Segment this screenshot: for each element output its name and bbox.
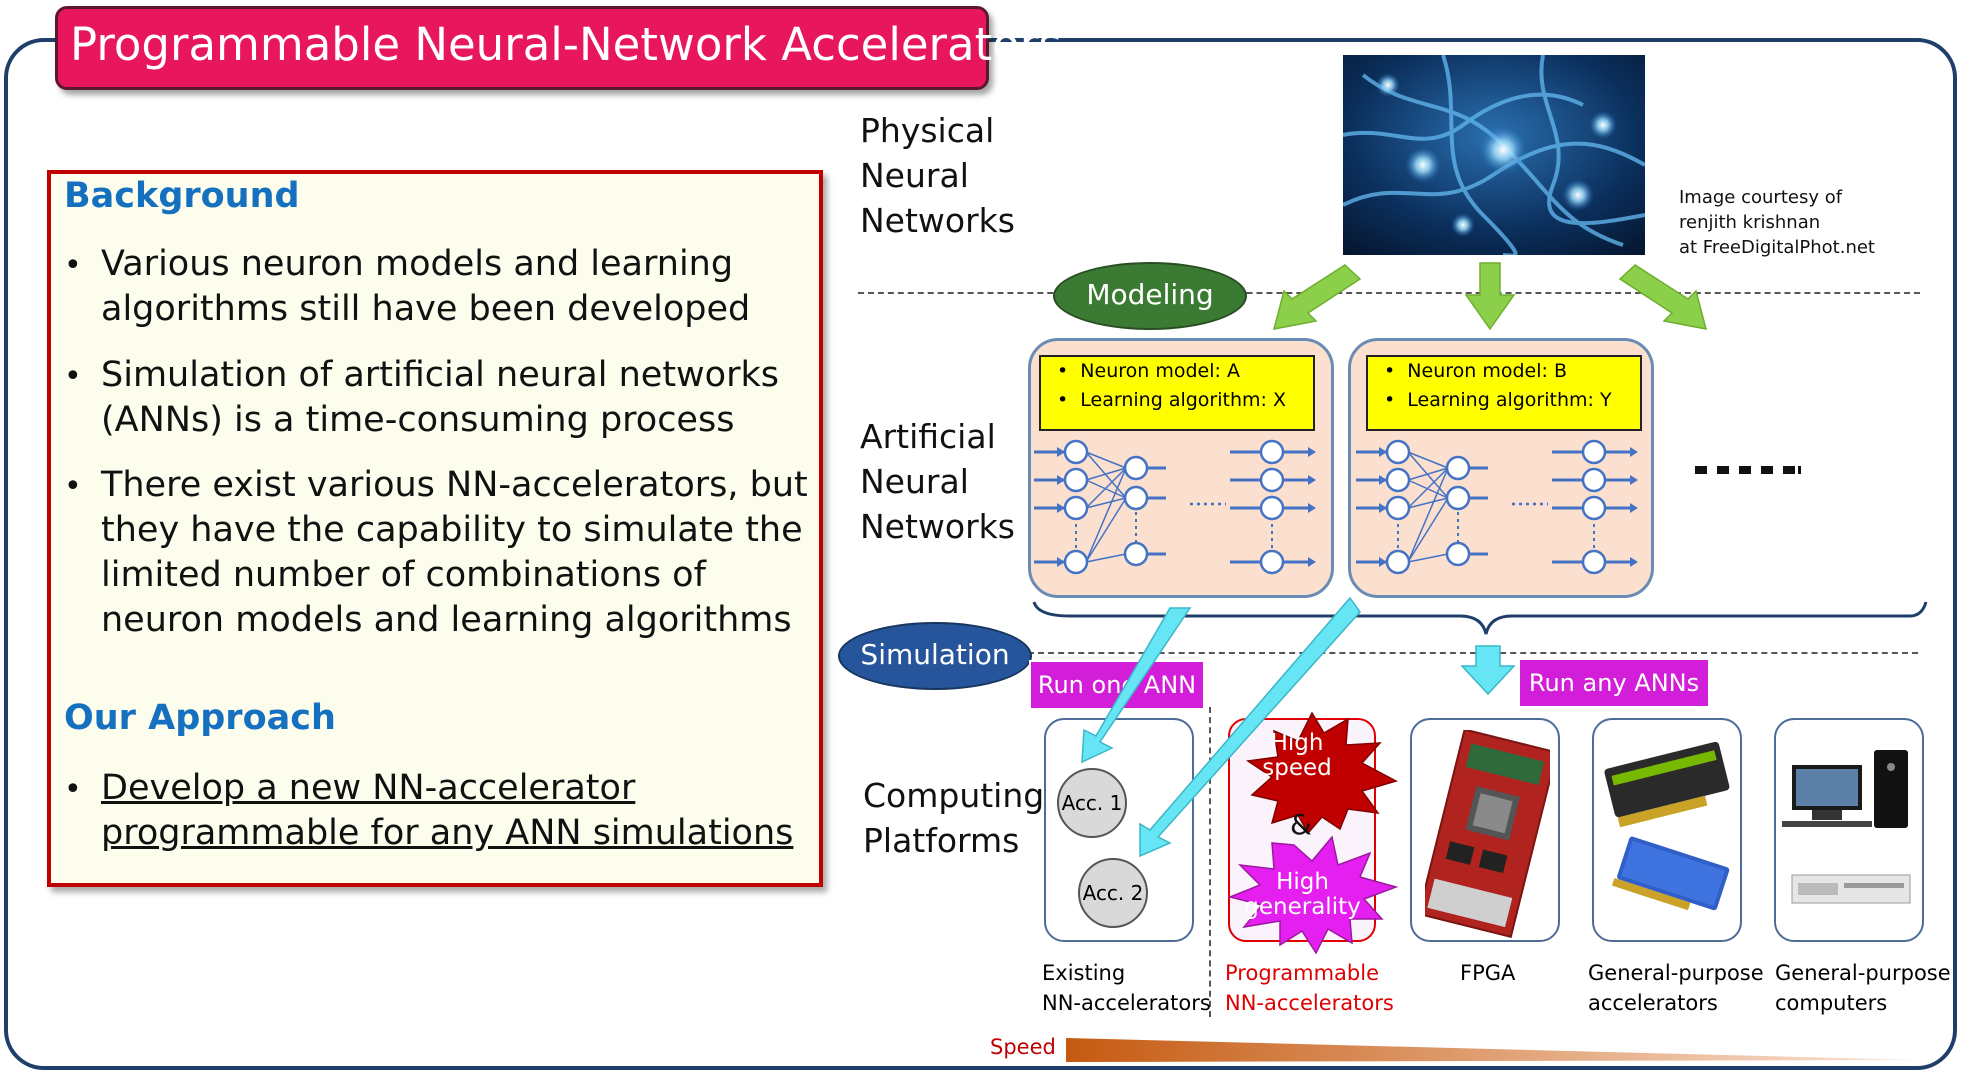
platform-divider xyxy=(1209,707,1211,1017)
neuron xyxy=(1259,467,1285,493)
neuron xyxy=(1385,495,1411,521)
modeling-arrows xyxy=(1272,262,1708,331)
neuron xyxy=(1581,495,1607,521)
high-speed-label: High speed xyxy=(1262,730,1332,781)
ann-a-network xyxy=(1034,439,1316,575)
acc-1: Acc. 1 xyxy=(1057,768,1127,838)
bullet-3: There exist various NN-accelerators, but… xyxy=(101,465,808,640)
neuron xyxy=(1581,439,1607,465)
image-credit: Image courtesy of renjith krishnan at Fr… xyxy=(1679,187,1875,258)
neuron xyxy=(1385,549,1411,575)
neuron xyxy=(1063,495,1089,521)
feature-stars xyxy=(1227,711,1399,955)
speed-gradient-bar xyxy=(1066,1038,1918,1062)
separator-line xyxy=(1028,652,1918,654)
approach-bullet: Develop a new NN-accelerator programmabl… xyxy=(101,768,794,853)
ann-a-spec: • Neuron model: A • Learning algorithm: … xyxy=(1039,355,1315,431)
neuron xyxy=(1259,495,1285,521)
ann-a-neuron-model: • Neuron model: A xyxy=(1057,360,1240,382)
neuron xyxy=(1259,439,1285,465)
neuron xyxy=(1581,467,1607,493)
bullet-marker: • xyxy=(64,248,82,283)
neuron-image xyxy=(1343,55,1645,255)
neuron xyxy=(1063,549,1089,575)
speed-label: Speed xyxy=(990,1035,1056,1059)
gp-accelerator-image xyxy=(1604,741,1730,911)
caption-programmable: Programmable NN-accelerators xyxy=(1225,961,1394,1015)
high-generality-label: High generality xyxy=(1244,869,1361,920)
caption-existing: Existing NN-accelerators xyxy=(1042,961,1211,1015)
neuron xyxy=(1385,439,1411,465)
run-any-label: Run any ANNs xyxy=(1518,658,1710,708)
bullet-2: Simulation of artificial neural networks… xyxy=(101,355,779,440)
computing-platforms-label: Computing Platforms xyxy=(863,776,1045,860)
approach-heading: Our Approach xyxy=(64,698,336,738)
acc-2: Acc. 2 xyxy=(1078,858,1148,928)
gp-computer-image xyxy=(1782,750,1911,904)
neuron xyxy=(1123,455,1149,481)
bullet-marker: • xyxy=(64,469,82,504)
neuron xyxy=(1445,455,1471,481)
caption-fpga: FPGA xyxy=(1460,961,1516,985)
physical-nn-label: Physical Neural Networks xyxy=(860,111,1015,240)
ann-b-neuron-model: • Neuron model: B xyxy=(1384,360,1567,382)
neuron xyxy=(1063,439,1089,465)
background-panel xyxy=(47,170,823,887)
ampersand: & xyxy=(1290,808,1312,841)
neuron xyxy=(1581,549,1607,575)
bullet-1: Various neuron models and learning algor… xyxy=(101,244,751,329)
neuron xyxy=(1259,549,1285,575)
simulation-oval: Simulation xyxy=(838,622,1032,690)
bullet-marker: • xyxy=(64,359,82,394)
brace xyxy=(1032,601,1928,635)
ann-a-learning-algo: • Learning algorithm: X xyxy=(1057,389,1286,411)
ann-b-network xyxy=(1356,439,1638,575)
modeling-oval: Modeling xyxy=(1053,262,1247,330)
neuron xyxy=(1123,541,1149,567)
ann-b-spec: • Neuron model: B • Learning algorithm: … xyxy=(1366,355,1642,431)
title-banner xyxy=(55,6,989,90)
bullet-marker: • xyxy=(64,772,82,807)
caption-gp-accelerators: General-purpose accelerators xyxy=(1588,961,1764,1015)
neuron xyxy=(1385,467,1411,493)
neuron xyxy=(1445,541,1471,567)
artificial-nn-label: Artificial Neural Networks xyxy=(860,417,1015,546)
more-networks-ellipsis xyxy=(1695,466,1801,474)
slide-title: Programmable Neural-Network Accelerators xyxy=(70,18,1062,71)
neuron xyxy=(1123,485,1149,511)
separator-line xyxy=(858,292,1920,294)
neuron xyxy=(1445,485,1471,511)
fpga-board-image xyxy=(1425,730,1550,938)
neuron xyxy=(1063,467,1089,493)
background-heading: Background xyxy=(64,176,300,216)
simulation-arrows xyxy=(1081,596,1516,858)
caption-gp-computers: General-purpose computers xyxy=(1775,961,1951,1015)
ann-b-learning-algo: • Learning algorithm: Y xyxy=(1384,389,1612,411)
